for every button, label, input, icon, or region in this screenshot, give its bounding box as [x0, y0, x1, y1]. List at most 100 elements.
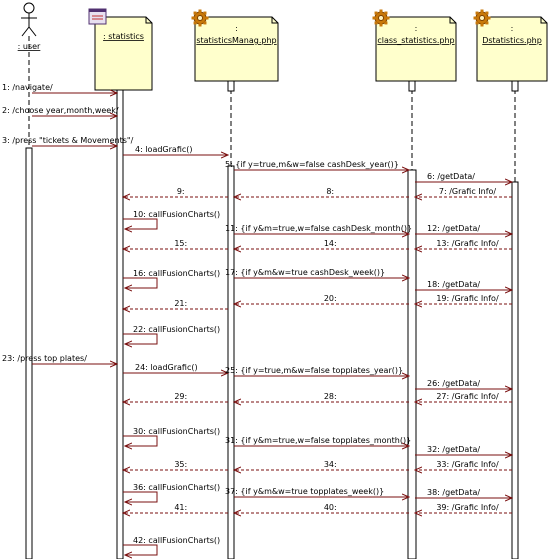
- self-message-line: [123, 544, 158, 555]
- gear-icon: [191, 9, 209, 27]
- call-message: 11: {if y&m=true,w=false cashDesk_month(…: [225, 224, 412, 234]
- message-label: 12: /getData/: [427, 224, 480, 233]
- message-label: 21:: [174, 299, 187, 308]
- actor-leg-left: [21, 26, 30, 37]
- message-label: 25: {if y=true,m&w=false topplates_year(…: [225, 366, 403, 375]
- call-message: 12: /getData/: [415, 224, 512, 234]
- self-message-line: [123, 333, 158, 344]
- object-box-fold: [145, 17, 152, 24]
- message-label: 34:: [324, 460, 337, 469]
- message-label: 26: /getData/: [427, 379, 480, 388]
- self-message: 22: callFusionCharts(): [123, 325, 220, 344]
- form-icon: [88, 8, 107, 25]
- actor-leg-right: [28, 26, 37, 37]
- message-label: 39: /Grafic Info/: [436, 503, 499, 512]
- object-colon: :: [415, 24, 418, 33]
- actor-head: [23, 2, 35, 14]
- return-message: 9:: [123, 187, 228, 197]
- lifeline-cap-4: [511, 80, 519, 92]
- message-label: 38: /getData/: [427, 488, 480, 497]
- message-label: 19: /Grafic Info/: [436, 294, 499, 303]
- call-message: 4: loadGrafic(): [123, 145, 228, 155]
- return-message: 14:: [234, 239, 409, 249]
- return-message: 13: /Grafic Info/: [415, 239, 512, 249]
- object-box: [476, 16, 548, 82]
- return-message: 27: /Grafic Info/: [415, 392, 512, 402]
- lifeline-head-2: :statisticsManag.php: [191, 9, 279, 82]
- self-message-line: [123, 491, 158, 502]
- return-message: 39: /Grafic Info/: [415, 503, 512, 513]
- return-message: 8:: [234, 187, 409, 197]
- self-message-line: [123, 435, 158, 446]
- gear-icon: [473, 9, 491, 27]
- return-message: 19: /Grafic Info/: [415, 294, 512, 304]
- activation-bar-3: [407, 169, 417, 559]
- call-message: 18: /getData/: [415, 280, 512, 290]
- message-label: 8:: [326, 187, 334, 196]
- message-label: 40:: [324, 503, 337, 512]
- message-label: 18: /getData/: [427, 280, 480, 289]
- message-label: 28:: [324, 392, 337, 401]
- return-message: 33: /Grafic Info/: [415, 460, 512, 470]
- message-label: 14:: [324, 239, 337, 248]
- lifeline-head-1: : statistics: [88, 8, 153, 91]
- return-message: 7: /Grafic Info/: [415, 187, 512, 197]
- self-message-line: [123, 277, 158, 288]
- lifeline-cap-3: [408, 80, 416, 92]
- message-label: 2: /choose year,month,week/: [2, 106, 119, 115]
- message-label: 36: callFusionCharts(): [133, 483, 220, 492]
- object-box-fold: [271, 17, 278, 24]
- actor-user: : user: [18, 2, 41, 51]
- object-box: [194, 16, 279, 82]
- message-label: 4: loadGrafic(): [135, 145, 193, 154]
- object-colon: :: [511, 24, 514, 33]
- object-box-fold: [449, 17, 456, 24]
- return-message: 20:: [234, 294, 409, 304]
- lifeline-head-3: : class_statistics.php: [372, 9, 457, 82]
- object-label: Dstatistics.php: [482, 36, 542, 45]
- return-message: 21:: [123, 299, 228, 309]
- call-message: 6: /getData/: [415, 172, 512, 182]
- message-label: 27: /Grafic Info/: [436, 392, 499, 401]
- message-label: 5: {if y=true,m&w=false cashDesk_year()}: [225, 160, 399, 169]
- object-colon: :: [235, 24, 238, 33]
- call-message: 37: {if y&m&w=true topplates_week()}: [225, 487, 409, 497]
- message-label: 6: /getData/: [427, 172, 475, 181]
- return-message: 34:: [234, 460, 409, 470]
- self-message: 10: callFusionCharts(): [123, 210, 220, 229]
- message-label: 32: /getData/: [427, 445, 480, 454]
- message-label: 17: {if y&m&w=true cashDesk_week()}: [225, 268, 385, 277]
- lifeline-head-4: : Dstatistics.php: [473, 9, 548, 82]
- return-message: 15:: [123, 239, 228, 249]
- message-label: 11: {if y&m=true,w=false cashDesk_month(…: [225, 224, 412, 233]
- object-box-fold: [540, 17, 547, 24]
- message-label: 35:: [174, 460, 187, 469]
- call-message: 32: /getData/: [415, 445, 512, 455]
- message-label: 1: /navigate/: [2, 83, 53, 92]
- object-label: : statistics: [103, 32, 144, 41]
- call-message: 23: /press top plates/: [2, 354, 117, 364]
- activation-bar-4: [511, 181, 519, 559]
- lifeline-cap-2: [227, 80, 235, 92]
- object-box: [94, 16, 153, 91]
- call-message: 31: {if y&m=true,w=false topplates_month…: [225, 436, 411, 446]
- return-message: 40:: [234, 503, 409, 513]
- message-label: 33: /Grafic Info/: [436, 460, 499, 469]
- message-label: 23: /press top plates/: [2, 354, 87, 363]
- message-label: 16: callFusionCharts(): [133, 269, 220, 278]
- call-message: 25: {if y=true,m&w=false topplates_year(…: [225, 366, 409, 376]
- call-message: 17: {if y&m&w=true cashDesk_week()}: [225, 268, 409, 278]
- return-message: 28:: [234, 392, 409, 402]
- call-message: 1: /navigate/: [2, 83, 117, 93]
- self-message: 16: callFusionCharts(): [123, 269, 220, 288]
- message-label: 10: callFusionCharts(): [133, 210, 220, 219]
- message-label: 42: callFusionCharts(): [133, 536, 220, 545]
- call-message: 2: /choose year,month,week/: [2, 106, 119, 116]
- self-message: 30: callFusionCharts(): [123, 427, 220, 446]
- activation-bar-1: [116, 89, 124, 559]
- call-message: 3: /press "tickets & Movements"/: [2, 136, 134, 146]
- self-message: 36: callFusionCharts(): [123, 483, 220, 502]
- call-message: 38: /getData/: [415, 488, 512, 498]
- object-label: class_statistics.php: [377, 36, 454, 45]
- activation-bar-2: [227, 165, 235, 559]
